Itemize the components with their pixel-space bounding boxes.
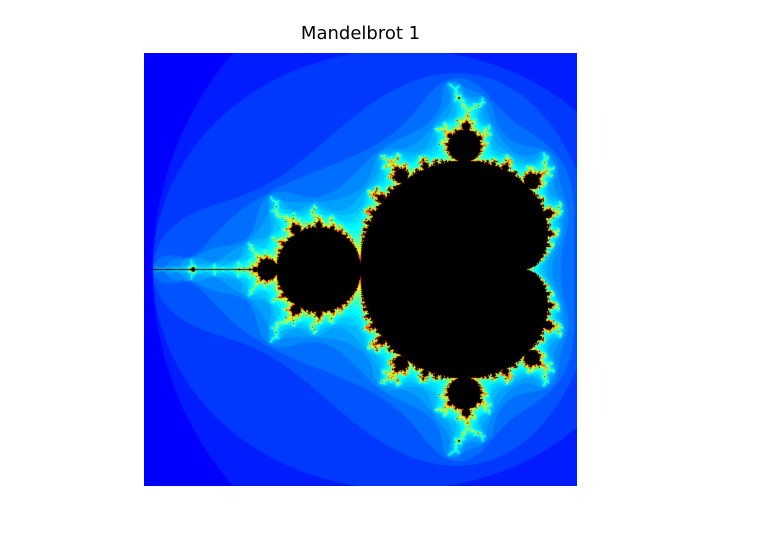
- figure-title: Mandelbrot 1: [300, 23, 421, 44]
- mandelbrot-image: [144, 53, 577, 486]
- mandelbrot-canvas: [144, 53, 577, 486]
